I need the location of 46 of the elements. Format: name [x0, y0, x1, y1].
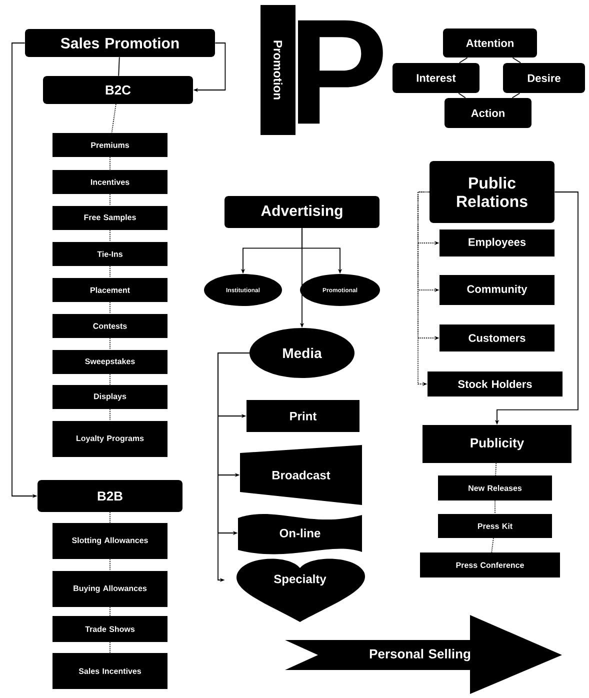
ellipse-node: Media — [250, 328, 354, 378]
item-box: Slotting Allowances — [52, 523, 168, 559]
connector — [111, 104, 116, 134]
item-box: Displays — [52, 385, 168, 409]
item-box: Loyalty Programs — [52, 421, 168, 457]
item-box: Buying Allowances — [52, 571, 168, 607]
vertical-title-box: Promotion — [260, 5, 296, 135]
item-box: New Releases — [438, 476, 552, 500]
audience-box: Stock Holders — [428, 372, 562, 396]
stage-box: Action — [444, 98, 532, 128]
stage-box: Attention — [443, 28, 537, 58]
audience-box: Community — [440, 275, 554, 305]
connector — [494, 500, 496, 514]
connector — [495, 462, 497, 476]
item-box: Sweepstakes — [52, 350, 168, 374]
item-box: Sales Incentives — [52, 653, 168, 689]
connector — [491, 538, 494, 553]
publicity-box: Publicity — [422, 425, 572, 463]
item-box: Press Conference — [420, 552, 560, 578]
wave-node: On-line — [238, 514, 362, 554]
audience-box: Customers — [440, 324, 554, 352]
item-box: Tie-Ins — [52, 242, 168, 266]
connector — [512, 57, 521, 64]
category-box: Public Relations — [430, 161, 554, 223]
stage-box: Interest — [392, 63, 480, 93]
connector — [118, 56, 120, 76]
item-box: Placement — [52, 278, 168, 302]
connector — [458, 92, 466, 98]
item-box: Contests — [52, 314, 168, 338]
segment-box: B2C — [43, 76, 193, 104]
category-box: Sales Promotion — [25, 29, 215, 57]
big-letter: P — [298, 20, 383, 124]
stage-box: Desire — [503, 63, 585, 93]
media-box: Print — [246, 400, 360, 432]
item-box: Press Kit — [438, 514, 552, 538]
item-box: Trade Shows — [52, 616, 168, 642]
heart-node: Specialty — [236, 558, 365, 622]
category-box: Advertising — [224, 196, 380, 228]
audience-box: Employees — [440, 230, 554, 256]
item-box: Incentives — [52, 170, 168, 194]
trapezoid-node: Broadcast — [240, 445, 362, 505]
segment-box: B2B — [38, 480, 182, 512]
item-box: Free Samples — [52, 206, 168, 230]
connector — [512, 92, 520, 98]
item-box: Premiums — [52, 133, 168, 157]
connector — [459, 57, 468, 64]
